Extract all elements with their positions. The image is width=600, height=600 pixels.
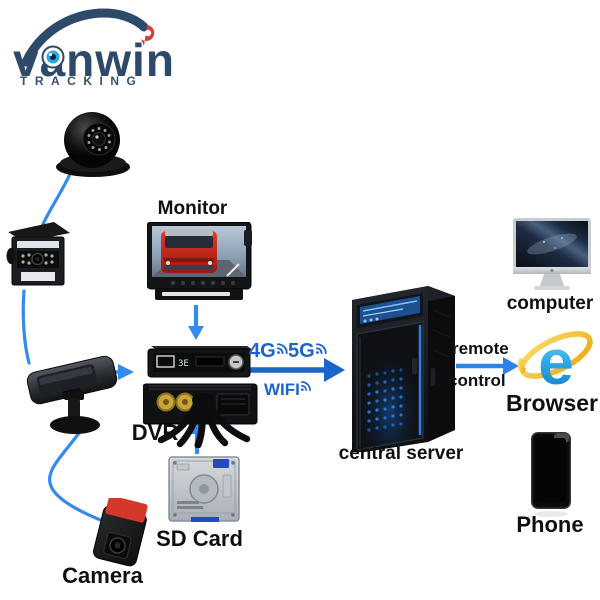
- logo-swoosh-icon: [21, 8, 155, 69]
- dome-camera-icon: [56, 112, 130, 177]
- dvr-icon: 3E: [143, 346, 258, 448]
- wifi-signal-icon: [300, 381, 311, 391]
- wireless-wifi-label: WIFI: [264, 380, 300, 399]
- browser-label: Browser: [505, 390, 599, 416]
- wireless-4g-label: 4G: [249, 340, 276, 362]
- wifi-signal-icon: [315, 343, 327, 354]
- dash-camera-icon: [93, 498, 148, 567]
- bracket-camera-icon: [26, 356, 118, 434]
- cable-boxcam-to-bracketcam: [21, 289, 31, 365]
- control-label: control: [448, 371, 506, 390]
- svg-text:e: e: [538, 326, 574, 397]
- remote-label: remote: [452, 339, 509, 358]
- wireless-5g-tag: 5G: [288, 340, 329, 363]
- arrow-monitor-to-dvr: [188, 305, 204, 340]
- logo: vanwin TRACKING: [0, 0, 210, 100]
- monitor-icon: [147, 222, 252, 300]
- logo-tagline-text: TRACKING: [20, 74, 144, 88]
- sdcard-label: SD Card: [156, 526, 243, 551]
- box-camera-icon: [6, 222, 70, 286]
- location-pin-icon: [141, 25, 155, 46]
- wireless-5g-label: 5G: [288, 340, 315, 362]
- sdcard-icon: [168, 456, 240, 522]
- computer-label: computer: [506, 293, 594, 314]
- wireless-4g-tag: 4G: [249, 340, 290, 363]
- camera-label: Camera: [62, 563, 143, 588]
- dvr-label: DVR: [131, 420, 179, 445]
- monitor-label: Monitor: [157, 198, 228, 219]
- ie-browser-icon: e: [517, 326, 593, 397]
- eye-icon: [41, 45, 65, 69]
- phone-icon: [531, 432, 571, 517]
- wireless-wifi-tag: WIFI: [264, 379, 313, 400]
- svg-text:3E: 3E: [178, 359, 189, 369]
- wifi-signal-icon: [276, 343, 288, 354]
- server-icon: [352, 286, 455, 452]
- phone-label: Phone: [516, 512, 584, 537]
- server-label: central server: [338, 443, 464, 464]
- computer-icon: [513, 218, 591, 290]
